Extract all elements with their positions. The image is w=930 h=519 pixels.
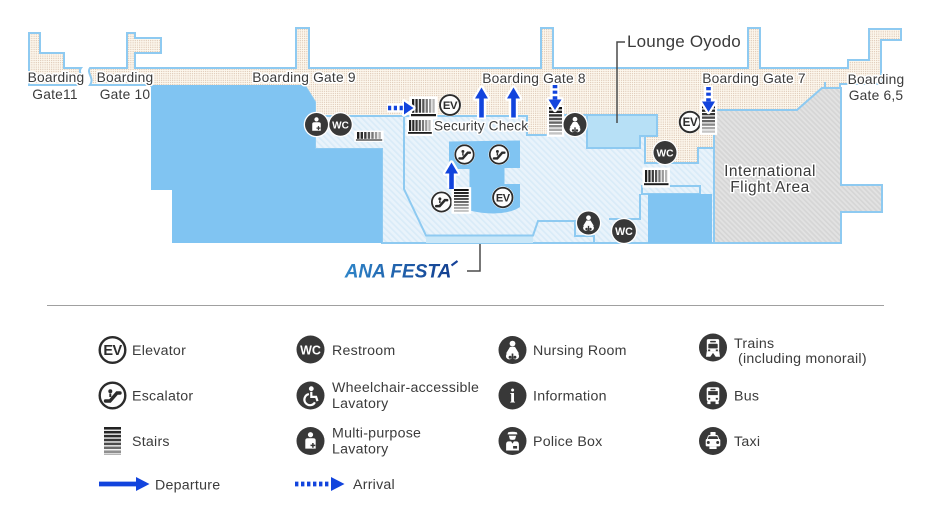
svg-text:Restroom: Restroom	[332, 343, 396, 359]
svg-text:Gate 10: Gate 10	[100, 87, 151, 102]
svg-text:Lavatory: Lavatory	[332, 442, 389, 458]
svg-text:Gate 6,5: Gate 6,5	[849, 88, 904, 103]
svg-text:Nursing Room: Nursing Room	[533, 343, 627, 359]
svg-text:(including monorail): (including monorail)	[738, 351, 867, 367]
svg-text:Elevator: Elevator	[132, 343, 186, 359]
svg-text:Boarding: Boarding	[848, 72, 905, 87]
svg-text:Boarding: Boarding	[97, 70, 154, 85]
svg-text:Departure: Departure	[155, 478, 220, 494]
svg-text:Flight Area: Flight Area	[730, 179, 810, 196]
svg-text:Escalator: Escalator	[132, 389, 193, 405]
svg-text:Boarding Gate 7: Boarding Gate 7	[702, 71, 805, 86]
svg-text:Lounge Oyodo: Lounge Oyodo	[627, 32, 741, 51]
svg-text:Police Box: Police Box	[533, 434, 603, 450]
svg-text:Lavatory: Lavatory	[332, 396, 389, 412]
svg-text:Boarding Gate 9: Boarding Gate 9	[252, 70, 356, 85]
svg-text:Taxi: Taxi	[734, 434, 760, 450]
svg-text:Trains: Trains	[734, 336, 774, 352]
svg-text:Multi-purpose: Multi-purpose	[332, 426, 421, 442]
svg-text:Boarding Gate 8: Boarding Gate 8	[482, 71, 586, 86]
svg-text:Gate11: Gate11	[32, 87, 77, 102]
svg-text:Boarding: Boarding	[28, 70, 85, 85]
svg-text:Stairs: Stairs	[132, 434, 170, 450]
svg-text:Wheelchair-accessible: Wheelchair-accessible	[332, 380, 479, 396]
svg-text:Information: Information	[533, 389, 607, 405]
svg-text:Bus: Bus	[734, 389, 759, 405]
svg-text:Security Check: Security Check	[434, 119, 528, 134]
svg-text:ANA FESTA: ANA FESTA	[344, 262, 452, 283]
svg-text:Arrival: Arrival	[353, 477, 395, 493]
svg-text:International: International	[724, 163, 816, 180]
